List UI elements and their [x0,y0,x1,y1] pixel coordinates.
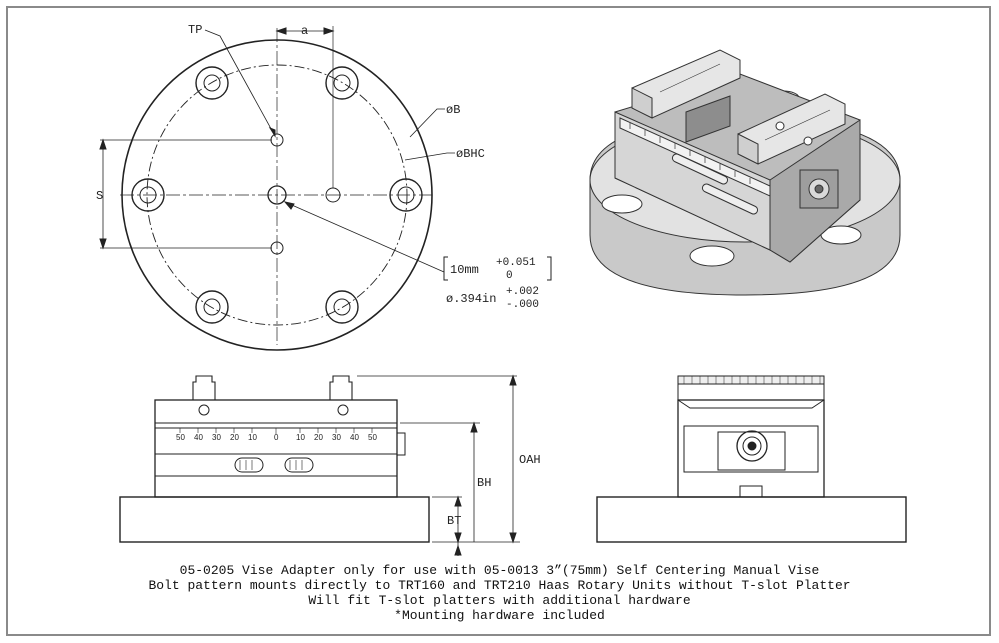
scale-tick: 10 [248,433,257,442]
tolerance-inch-base: ø.394in [446,292,496,306]
tolerance-inch-lower: -.000 [506,299,539,311]
tolerance-metric-lower: 0 [506,270,513,282]
note-line: Bolt pattern mounts directly to TRT160 a… [148,578,851,593]
tolerance-inch-upper: +.002 [506,286,539,298]
tolerance-metric-upper: +0.051 [496,257,536,269]
bolt-hole [325,66,359,100]
note-line: 05-0205 Vise Adapter only for use with 0… [179,563,820,578]
scale-tick: 20 [314,433,323,442]
tolerance-callout: 10mm +0.051 0 ø.394in +.002 -.000 [443,256,552,311]
scale-tick: 30 [332,433,341,442]
note-line: *Mounting hardware included [394,608,605,623]
diameter-b-label: øB [446,103,460,117]
vise-body-front [154,399,398,498]
diameter-bhc-label: øBHC [456,147,485,161]
scale-tick: 10 [296,433,305,442]
scale-tick: 30 [212,433,221,442]
notes-block: 05-0205 Vise Adapter only for use with 0… [0,563,999,623]
tolerance-metric-base: 10mm [450,263,479,277]
side-elevation [596,375,907,543]
scale-tick: 50 [368,433,377,442]
bh-label: BH [477,476,491,490]
note-line: Will fit T-slot platters with additional… [308,593,691,608]
bolt-hole [195,290,229,324]
scale-tick: 40 [194,433,203,442]
top-view [99,26,455,351]
scale-tick: 50 [176,433,185,442]
dimension-a-label: a [301,24,308,38]
scale-tick: 40 [350,433,359,442]
isometric-view [589,49,901,296]
scale-tick: 20 [230,433,239,442]
adapter-plate-front [119,496,430,543]
scale-tick: 0 [274,433,279,442]
tp-label: TP [188,23,202,37]
bt-label: BT [447,514,461,528]
dimension-s-label: S [96,189,103,203]
bolt-hole [195,66,229,100]
bolt-hole [325,290,359,324]
adapter-plate-side [596,496,907,543]
scale-ticks: 50 40 30 20 10 0 10 20 30 40 50 [176,433,377,442]
front-elevation [119,374,520,556]
oah-label: OAH [519,453,541,467]
